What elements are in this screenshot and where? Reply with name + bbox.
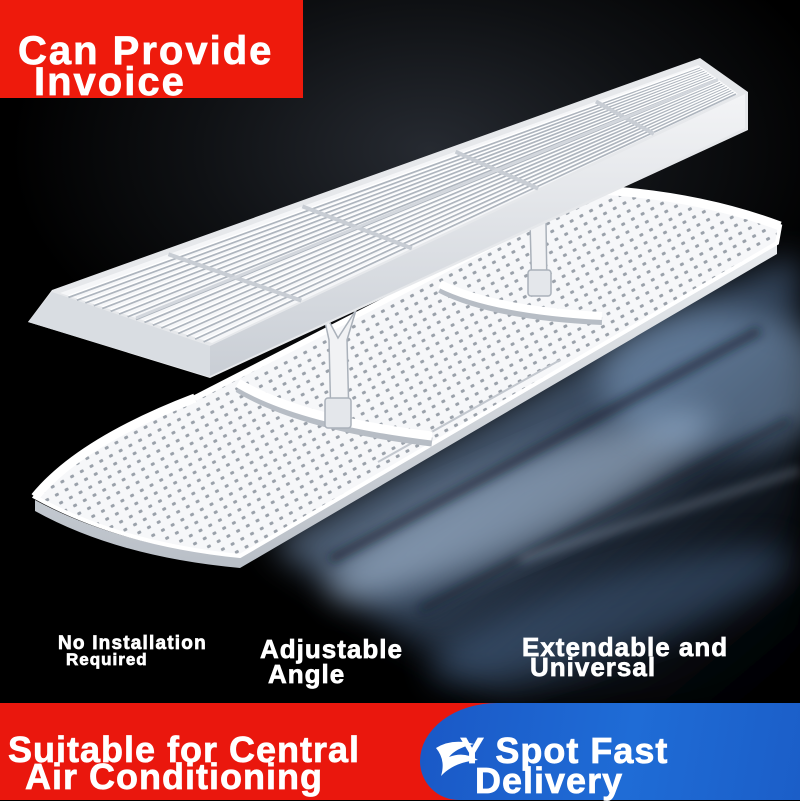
grille-dividers [135,78,719,320]
feature-no-installation-line1: No Installation [58,633,207,654]
feature-adjustable-line2: Angle [268,659,346,689]
tray-rib-right [438,280,603,320]
louver-shadow [186,89,732,338]
louver-shadow [127,78,717,318]
airflow-mist [270,255,800,700]
tray-extension-seam [377,359,561,463]
louver-shadow [68,67,701,299]
louver-shadow [177,88,730,335]
grille-center-rail [135,78,719,320]
louver-shadow [76,68,703,301]
invoice-badge-line2: Invoice [34,60,186,104]
vent-grille [28,58,748,378]
banner-delivery-line1: Y Spot Fast [460,730,669,771]
louver-shadow [169,86,728,332]
louver-shadow [194,91,734,340]
invoice-badge [0,0,303,98]
bracket-left [321,307,357,426]
louver-shadow [152,83,723,326]
bracket-left-clamp [324,397,352,429]
banner-suitable-line1: Suitable for Central [8,729,361,770]
feature-no-installation-line2: Required [66,650,148,669]
louver-shadow [84,70,706,304]
louver-shadow [110,75,712,313]
invoice-badge-line1: Can Provide [18,29,274,73]
banner-delivery-line2: Delivery [475,760,624,801]
tray-rib-left [235,379,433,441]
tray-rib-right-shadow [438,285,603,325]
banner-suitable-line2: Air Conditioning [25,756,323,797]
louver-shadow [101,73,710,310]
feature-extendable-line1: Extendable and [522,632,729,662]
tray-right-lip [599,185,782,231]
feature-adjustable-line1: Adjustable [260,634,403,664]
tray-left-lip [31,393,197,500]
feature-extendable-line2: Universal [530,652,657,682]
grille-left-flange [28,292,210,377]
delivery-panel [420,703,800,800]
tray-front-edge [35,243,777,568]
louver-shadow [118,76,714,315]
grille-front-face [210,94,745,376]
grille-louvers [68,65,737,343]
deflector-tray [31,185,783,568]
louver-shadow [144,81,721,324]
louver-shadow [160,84,726,329]
louver-shadow [93,72,708,307]
bracket-right-clamp [527,269,552,297]
louver-shadow [203,92,737,343]
tray-rib-left-shadow [235,384,433,447]
